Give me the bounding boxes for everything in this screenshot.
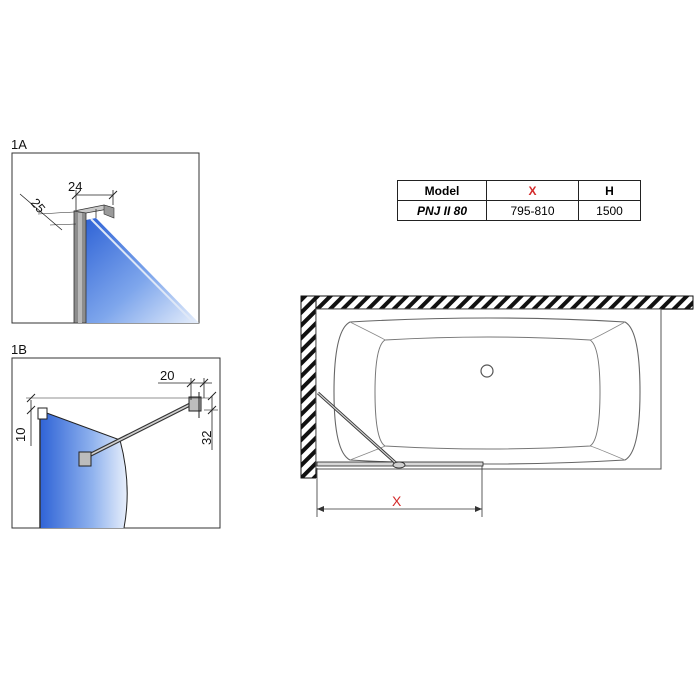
dimension-x-text: X <box>392 493 402 509</box>
plan-view: X <box>300 295 694 517</box>
detail-1b: 20 10 32 <box>11 357 221 529</box>
bathtub-basin <box>374 336 601 450</box>
drain <box>480 364 494 378</box>
hatched-wall-top <box>300 295 694 310</box>
dim-24-text: 24 <box>68 179 82 194</box>
header-x: X <box>486 180 579 201</box>
spec-table: Model X H PNJ II 80 795-810 1500 <box>397 180 641 221</box>
detail-1a: 24 25 <box>11 152 200 324</box>
header-h: H <box>578 180 641 201</box>
spec-table-header-row: Model X H <box>397 180 641 201</box>
cell-model: PNJ II 80 <box>397 200 487 221</box>
dim-32-text: 32 <box>199 431 214 445</box>
cell-h: 1500 <box>578 200 641 221</box>
header-model: Model <box>397 180 487 201</box>
cell-x: 795-810 <box>486 200 579 221</box>
glass-panel-curved <box>40 412 128 528</box>
dim-10-text: 10 <box>13 428 28 442</box>
table-row: PNJ II 80 795-810 1500 <box>397 200 641 221</box>
dim-20-text: 20 <box>160 368 174 383</box>
detail-1b-label: 1B <box>11 342 27 357</box>
detail-1a-label: 1A <box>11 137 27 152</box>
hatched-wall-left <box>300 295 317 479</box>
